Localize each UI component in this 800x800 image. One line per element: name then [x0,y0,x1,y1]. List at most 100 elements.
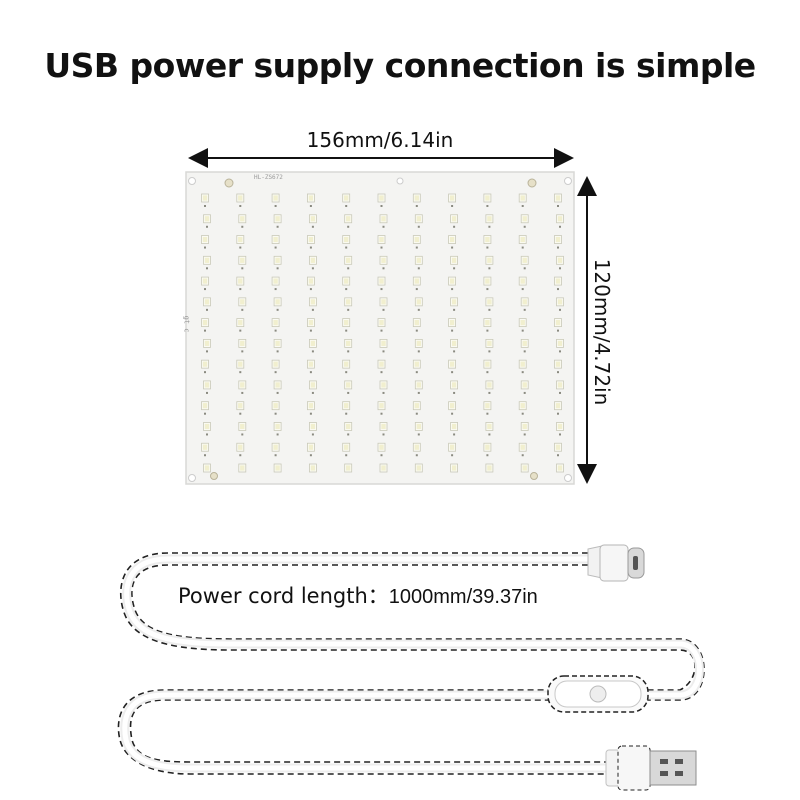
led-chip [520,214,529,228]
led-chip [483,193,492,207]
cord-length-prefix: Power cord length： [178,584,389,608]
led-chip [377,235,386,249]
led-chip [203,380,211,394]
board-model-print: HL-ZS672 [254,174,283,181]
led-chip [520,255,529,270]
led-chip [485,297,494,311]
led-chip [414,214,423,228]
led-chip [201,318,209,332]
led-chip [308,255,317,270]
led-chip [238,463,247,473]
led-chip [342,318,351,332]
led-chip [554,193,562,207]
led-chip [450,422,459,436]
led-chip [483,318,492,332]
led-chip [448,359,457,374]
led-chip [203,338,211,353]
led-chip [450,463,459,473]
led-chip [412,359,421,374]
led-chip [308,422,317,436]
led-chip [344,297,353,311]
led-chip [271,276,280,291]
led-chip [344,214,353,228]
led-chip [236,359,245,374]
led-chip [236,276,245,291]
led-chip [448,193,457,207]
height-dimension-label: 120mm/4.72in [590,258,614,406]
led-chip [342,401,351,415]
led-chip [306,193,315,207]
led-chip [483,442,492,457]
led-chip [203,214,211,228]
led-chip [342,359,351,374]
led-chip [520,463,529,473]
led-chip [273,422,282,436]
led-chip [201,193,209,207]
led-chip [554,318,562,332]
led-chip [412,318,421,332]
led-chip [556,214,564,228]
led-chip [518,359,527,374]
led-chip [556,338,564,353]
led-chip [273,255,282,270]
led-board [185,171,575,485]
led-chip [201,235,209,249]
led-chip [201,442,209,457]
led-chip [485,338,494,353]
led-chip [485,255,494,270]
led-chip [344,463,353,473]
led-chip [342,193,351,207]
led-chip [520,380,529,394]
led-chip [273,338,282,353]
led-chip [238,422,247,436]
led-chip [556,463,564,473]
led-chip [306,235,315,249]
led-chip [201,276,209,291]
led-chip [306,276,315,291]
led-chip [450,214,459,228]
usb-a-connector [605,745,697,791]
led-chip [412,401,421,415]
led-chip [520,297,529,311]
led-chip [485,422,494,436]
led-chip [306,359,315,374]
led-chip [448,401,457,415]
led-chip [556,297,564,311]
led-chip [377,276,386,291]
led-chip [450,380,459,394]
led-chip [236,193,245,207]
led-chip [450,255,459,270]
led-chip [342,235,351,249]
led-chip [554,276,562,291]
led-chip [377,193,386,207]
led-chip [271,401,280,415]
page-title: USB power supply connection is simple [44,46,756,85]
led-chip [377,401,386,415]
led-chip [308,297,317,311]
cord-length-label: Power cord length：1000mm/39.37in [178,580,538,610]
led-chip [412,442,421,457]
led-chip [273,463,282,473]
led-chip [271,318,280,332]
led-chip [518,401,527,415]
led-chip [520,338,529,353]
led-chip [554,359,562,374]
power-cord [117,552,705,775]
led-chip [271,235,280,249]
led-chip [556,255,564,270]
led-chip [518,276,527,291]
led-chip [414,297,423,311]
led-chip [485,214,494,228]
led-chip [306,401,315,415]
led-chip [238,255,247,270]
led-chip [448,276,457,291]
led-chip [518,442,527,457]
led-chip [377,442,386,457]
led-chip [448,442,457,457]
cord-length-value: 1000mm/39.37in [388,586,538,608]
led-chip [238,338,247,353]
led-chip [518,193,527,207]
led-chip [308,338,317,353]
usb-c-connector [587,544,645,582]
